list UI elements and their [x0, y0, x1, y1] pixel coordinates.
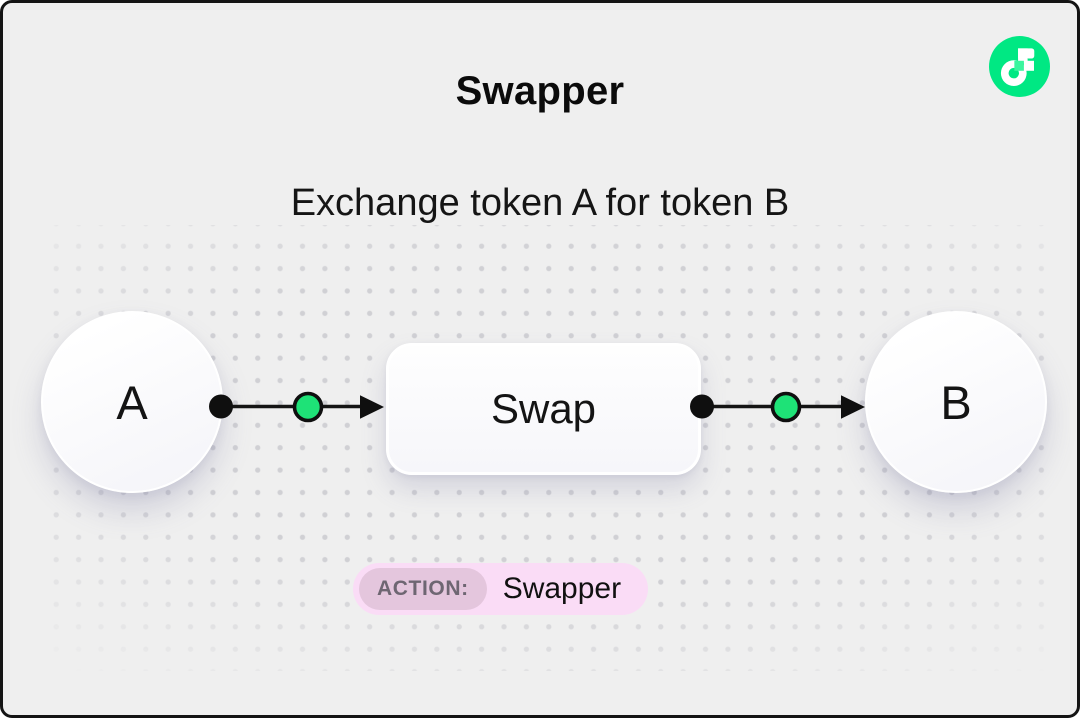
page-subtitle: Exchange token A for token B [290, 182, 790, 224]
flow-logo-icon [989, 36, 1050, 97]
swap-process-node: Swap [386, 343, 701, 475]
swap-process-label: Swap [490, 385, 597, 432]
token-b-node: B [865, 311, 1047, 493]
action-badge-label: ACTION: [359, 568, 487, 610]
token-a-label: A [116, 375, 148, 429]
page-title: Swapper [455, 69, 625, 113]
action-badge-value: Swapper [502, 572, 622, 605]
token-a-node: A [41, 311, 223, 493]
token-b-label: B [940, 375, 972, 429]
action-badge: ACTION: Swapper [353, 563, 649, 615]
